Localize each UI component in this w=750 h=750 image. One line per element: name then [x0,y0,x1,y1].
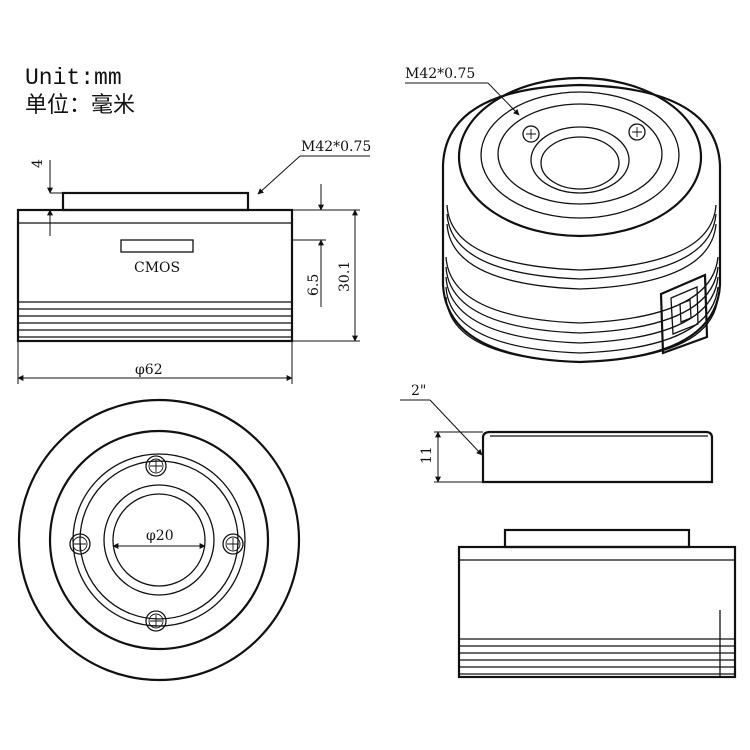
unit-text-chinese: 单位：毫米 [25,93,135,118]
iso-screw-right-cross [632,127,642,137]
iso-screw-left-cross [526,129,536,139]
front-screw-bottom-cross [150,615,162,627]
iso-body-outline [441,83,722,364]
iso-top-ring-inner [497,103,663,205]
front-screw-left [69,533,91,555]
iso-thread-leader [487,82,520,116]
front-inner-flange [72,453,246,627]
lower-top-thread-block [503,528,691,549]
iso-rib-line [445,266,719,334]
side-thread-leader [257,155,301,195]
iso-rib-line [445,296,719,363]
adapter-view: 11 2" [400,383,714,484]
adapter-size-label: 2" [411,383,426,399]
adapter-leader [429,399,483,456]
sensor-position-marker [120,239,194,253]
iso-screw-right [628,123,646,141]
dim-6-5-label: 6.5 [306,274,322,296]
usb-port-inner [670,286,699,335]
iso-rib-line [445,256,719,324]
front-outer-circle [17,398,301,682]
isometric-view: M42*0.75 [405,66,722,364]
dim-20-label: φ20 [146,528,174,544]
lower-side-view [457,528,737,679]
front-screw-left-inner [72,536,88,552]
iso-band-line [446,213,717,280]
side-elevation-view: CMOS M42*0.75 4 6.5 30.1 φ62 [16,139,371,384]
front-screw-right-inner [225,536,241,552]
usb-port-outline [659,273,709,355]
side-thread-label: M42*0.75 [301,139,371,155]
iso-band-line [446,204,717,271]
front-aperture-ring [103,484,215,596]
front-top-view: φ20 [17,398,301,682]
iso-top-ring [480,91,680,219]
iso-rib-line [445,286,719,354]
usb-port-slot [679,299,692,323]
cmos-label: CMOS [134,260,180,276]
camera-body-outline [16,208,294,343]
dim-11-label: 11 [419,446,435,464]
front-screw-top [145,455,167,477]
iso-band-line [446,223,717,290]
lower-body-outline [457,545,737,679]
iso-top-face [457,76,703,238]
iso-sensor-window [530,126,630,194]
front-screw-right [222,533,244,555]
iso-sensor-window-inner [540,136,620,190]
unit-text: Unit:mm [25,65,122,91]
dim-30-1-label: 30.1 [337,261,353,292]
top-thread-block [61,191,250,212]
front-screw-left-cross [74,538,86,550]
front-aperture [112,493,206,587]
front-screw-top-cross [150,460,162,472]
adapter-outline [481,430,714,484]
dim-62-label: φ62 [135,362,163,378]
iso-screw-left [522,125,540,143]
front-middle-circle [48,429,270,651]
front-screw-bottom [145,610,167,632]
iso-rib-line [445,276,719,344]
iso-thread-label: M42*0.75 [405,66,475,82]
front-screw-bottom-inner [148,613,164,629]
front-screw-top-inner [148,458,164,474]
front-screw-right-cross [227,538,239,550]
dim-4-label: 4 [30,159,46,168]
